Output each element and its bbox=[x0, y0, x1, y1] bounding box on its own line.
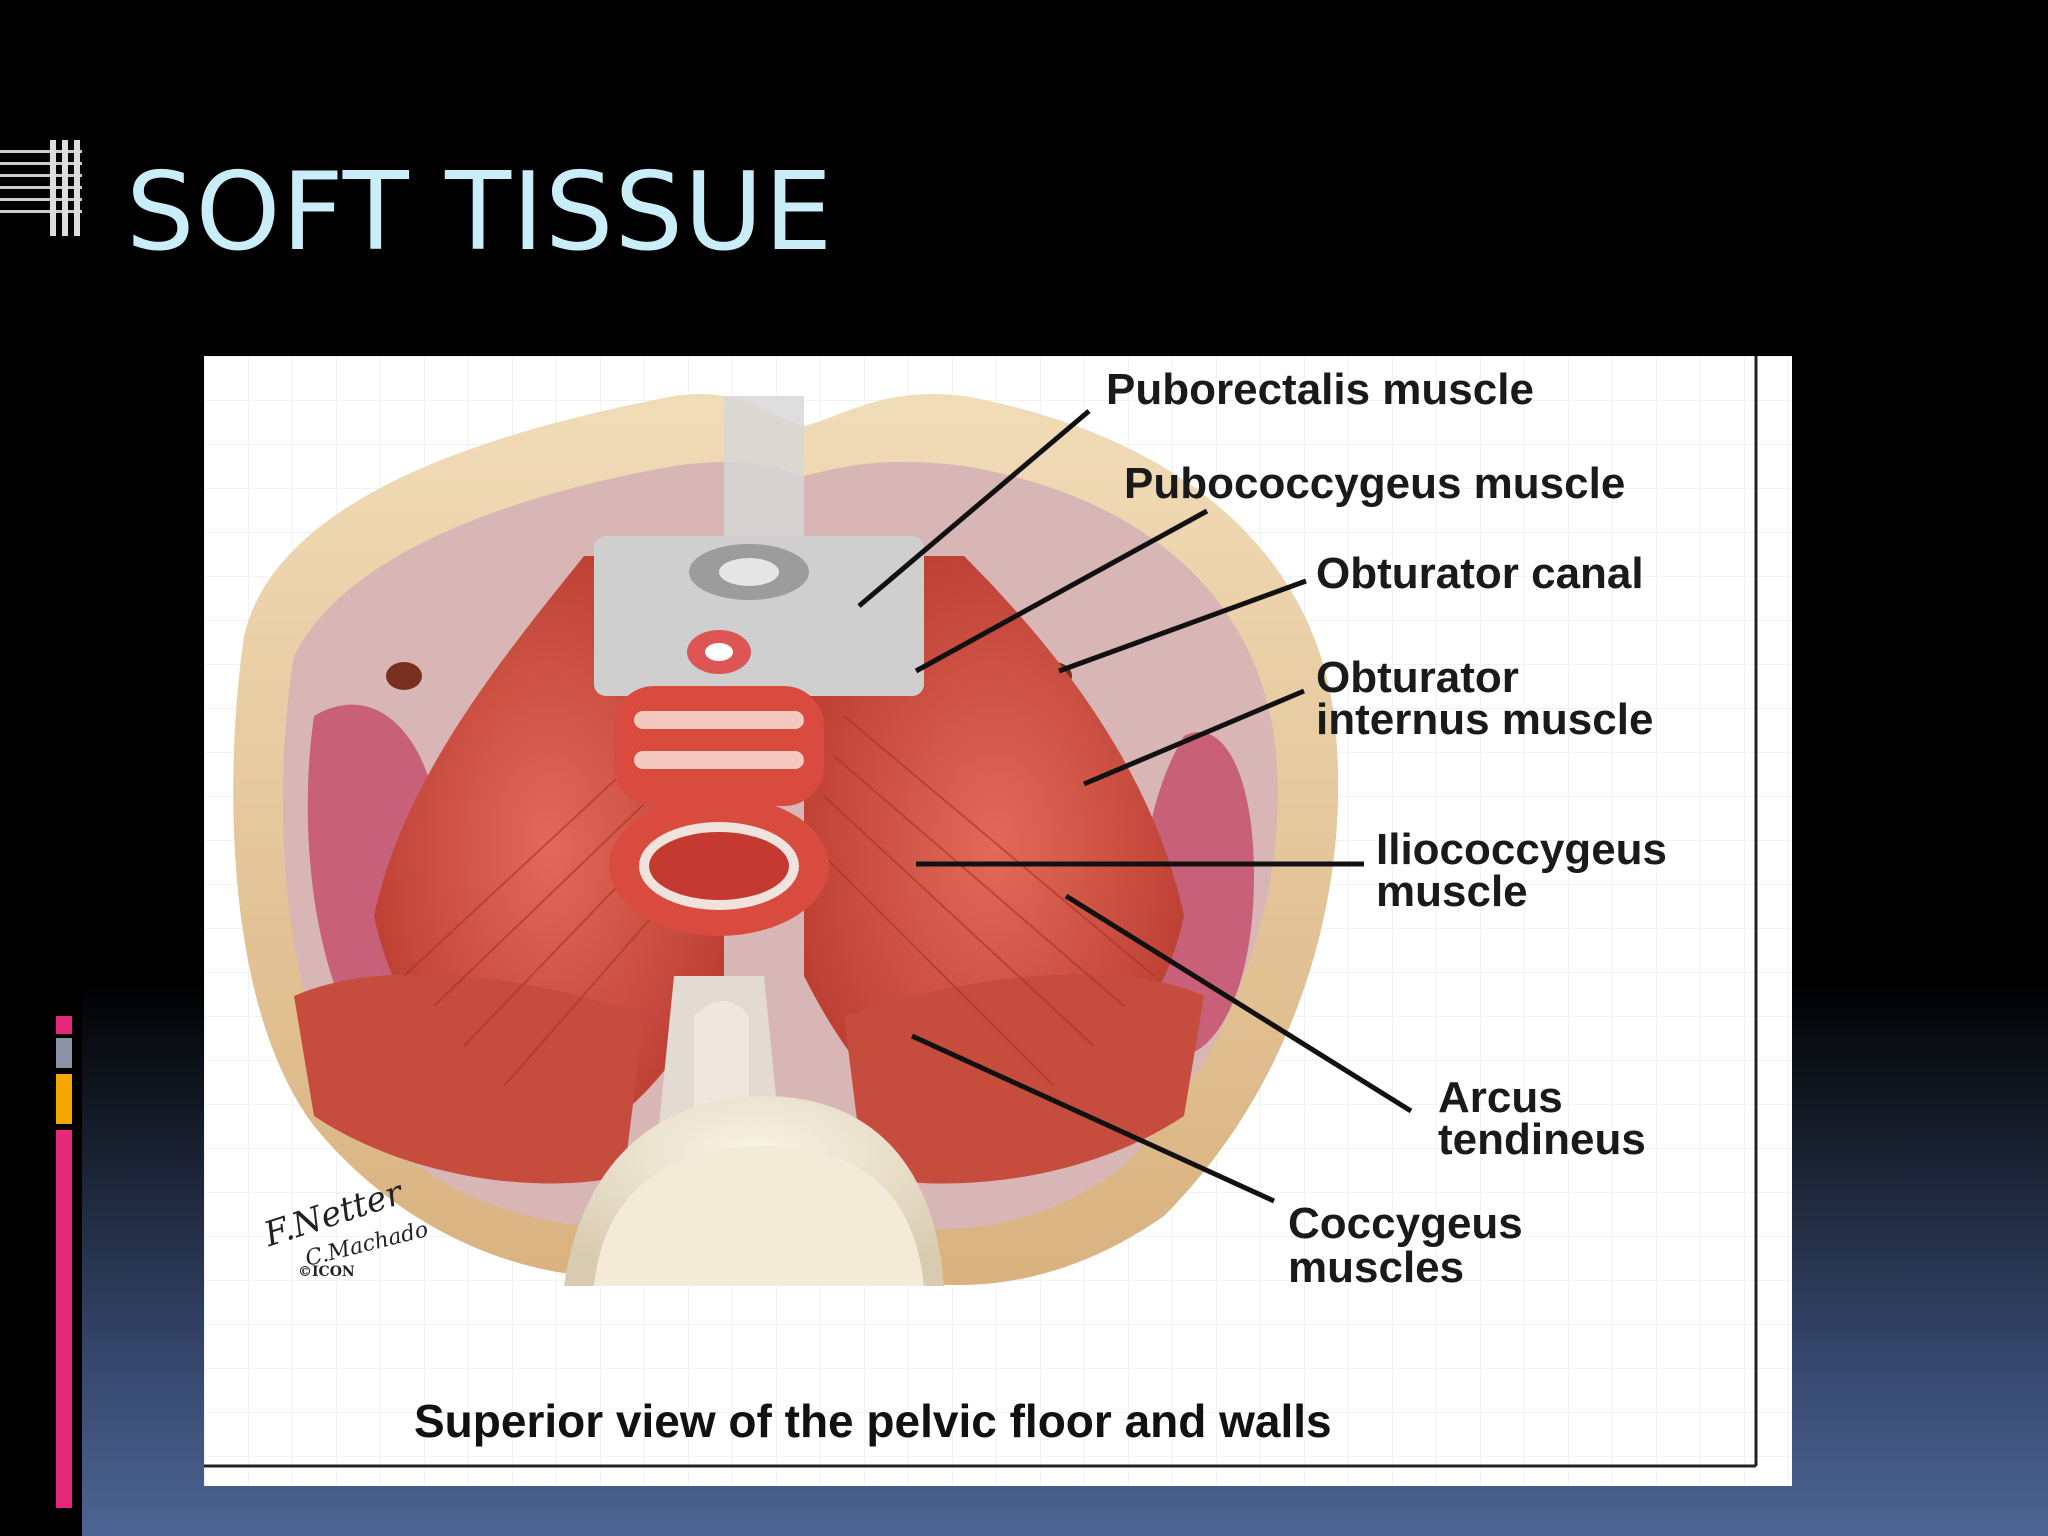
label-obturator-canal: Obturator canal bbox=[1316, 549, 1644, 598]
label-obturator-internus-line2: internus muscle bbox=[1316, 695, 1654, 744]
label-coccygeus-line1: Coccygeus bbox=[1288, 1199, 1523, 1248]
anatomy-drawing bbox=[204, 356, 1792, 1486]
accent-orange-block bbox=[56, 1074, 72, 1124]
label-arcus-line1: Arcus bbox=[1438, 1073, 1563, 1122]
label-puborectalis: Puborectalis muscle bbox=[1106, 365, 1534, 414]
accent-pink-block-1 bbox=[56, 1016, 72, 1034]
pelvic-floor-illustration: Puborectalis muscle Pubococcygeus muscle… bbox=[204, 356, 1792, 1486]
slide-title: SOFT TISSUE bbox=[126, 150, 834, 275]
accent-pink-block-2 bbox=[56, 1130, 72, 1508]
figure-caption: Superior view of the pelvic floor and wa… bbox=[414, 1395, 1332, 1447]
label-iliococcygeus-line1: Iliococcygeus bbox=[1376, 825, 1668, 874]
label-coccygeus-line2: muscles bbox=[1288, 1243, 1465, 1292]
label-pubococcygeus: Pubococcygeus muscle bbox=[1124, 459, 1626, 508]
label-iliococcygeus-line2: muscle bbox=[1376, 867, 1528, 916]
leader-lines bbox=[857, 409, 1413, 1204]
label-obturator-internus-line1: Obturator bbox=[1316, 653, 1519, 702]
label-arcus-line2: tendineus bbox=[1438, 1115, 1646, 1164]
left-accent-bar bbox=[0, 0, 82, 1536]
artist-signature: F.Netter C.Machado ©ICON bbox=[259, 1172, 431, 1280]
accent-gray-block bbox=[56, 1038, 72, 1068]
stripe-decoration bbox=[0, 140, 82, 236]
